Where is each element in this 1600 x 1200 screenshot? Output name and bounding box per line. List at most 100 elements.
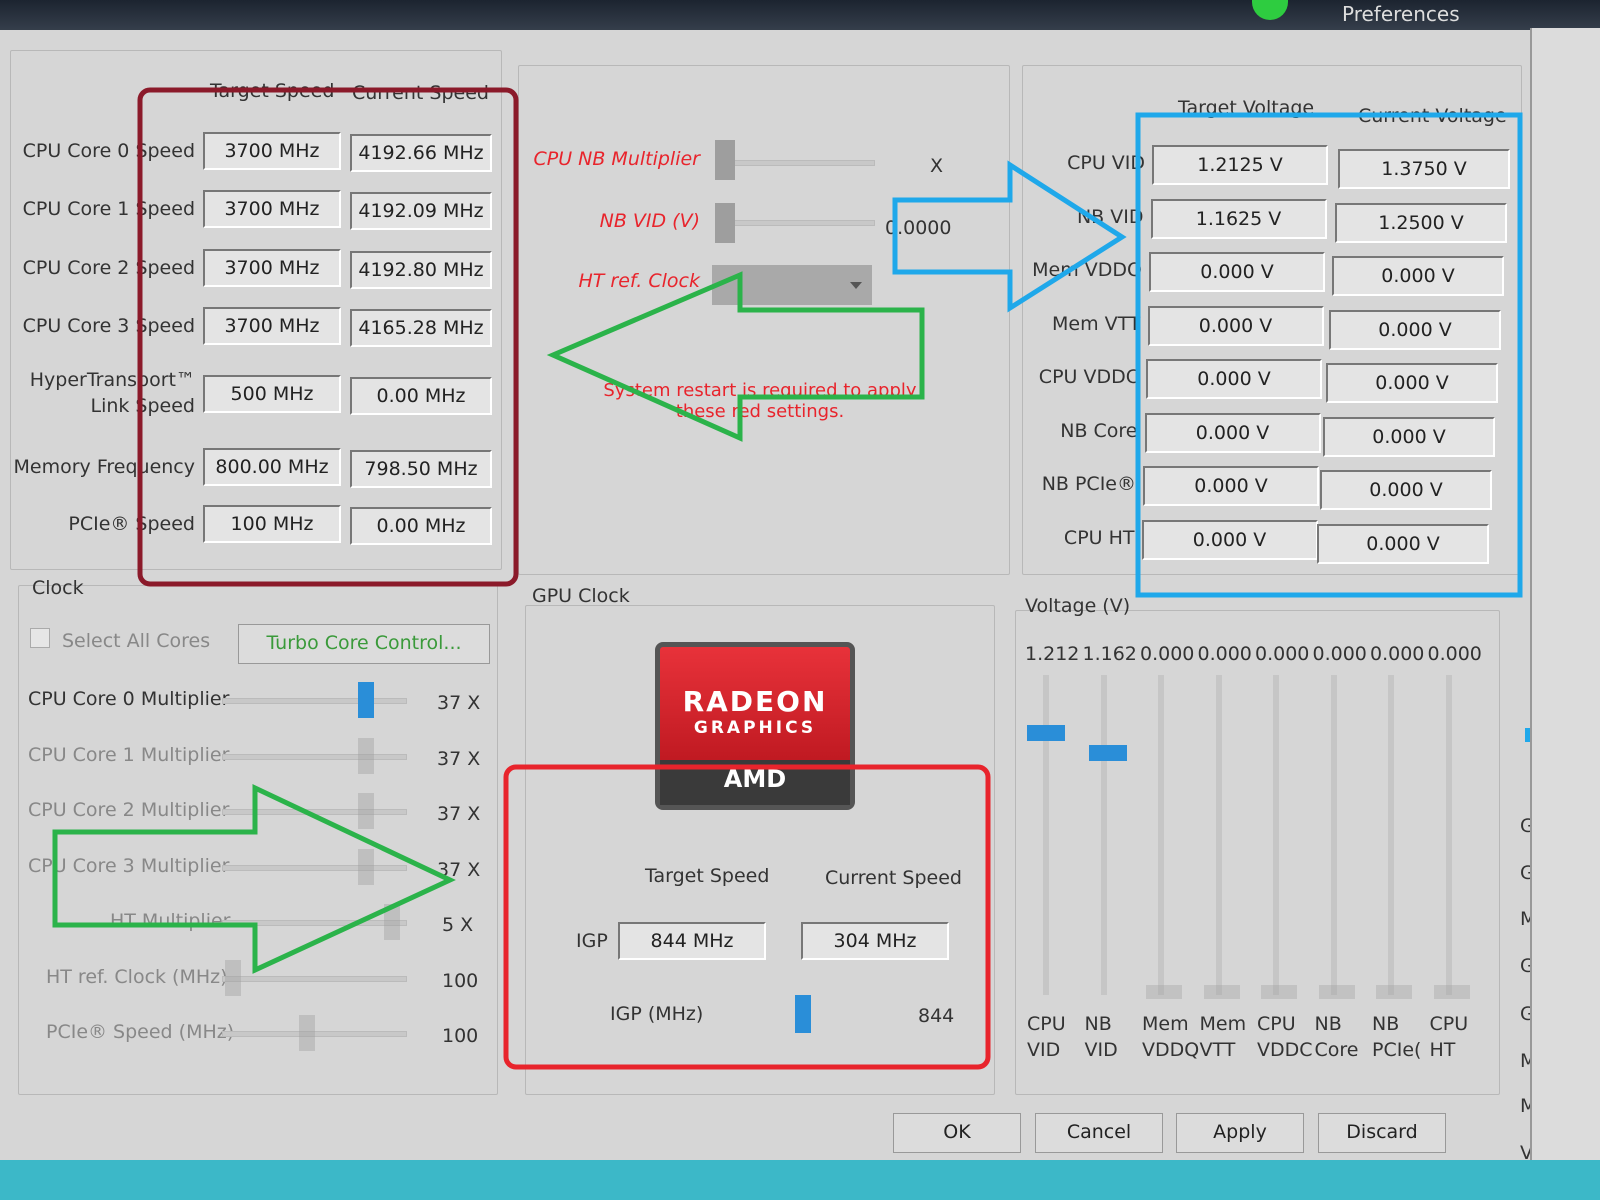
- target-voltage-field: 1.1625 V: [1150, 198, 1327, 239]
- voltage-slider-track[interactable]: [1043, 675, 1049, 995]
- current-voltage-field: 0.000 V: [1329, 309, 1501, 350]
- cancel-button[interactable]: Cancel: [1035, 1113, 1163, 1153]
- voltage-slider-track[interactable]: [1158, 675, 1164, 995]
- voltage-row-label: NB PCIe®: [1041, 473, 1136, 495]
- clock-slider-thumb[interactable]: [298, 1015, 315, 1051]
- clock-slider-track[interactable]: [222, 1031, 407, 1037]
- speed-row-label: CPU Core 0 Speed: [22, 140, 195, 162]
- voltage-slider-value: 0.000: [1140, 643, 1195, 665]
- igp-slider-thumb[interactable]: [795, 995, 811, 1033]
- clock-slider-thumb[interactable]: [225, 959, 242, 996]
- gpu-target-speed-header: Target Speed: [645, 865, 770, 887]
- voltage-slider-name: VID: [1084, 1039, 1118, 1061]
- voltage-slider-group: [1015, 610, 1500, 1095]
- clock-slider-value: 100: [442, 1025, 479, 1047]
- clock-slider-thumb[interactable]: [383, 904, 400, 940]
- voltage-slider-name: NB: [1084, 1013, 1112, 1035]
- cpu-speed-group: [10, 50, 502, 570]
- clock-slider-thumb[interactable]: [358, 682, 374, 718]
- ok-button[interactable]: OK: [893, 1113, 1021, 1153]
- speed-row-label: PCIe® Speed: [68, 513, 195, 535]
- voltage-slider-thumb[interactable]: [1203, 985, 1240, 999]
- clock-slider-track[interactable]: [222, 753, 407, 760]
- slider-thumb[interactable]: [715, 203, 735, 243]
- gpu-clock-title: GPU Clock: [532, 585, 630, 607]
- voltage-slider-thumb[interactable]: [1433, 985, 1470, 999]
- voltage-slider-track[interactable]: [1273, 675, 1279, 995]
- voltage-slider-thumb[interactable]: [1318, 985, 1355, 999]
- annotation-green-arrow-right: [52, 784, 456, 974]
- voltage-row-label: CPU HT: [1063, 526, 1135, 549]
- clock-slider-track[interactable]: [222, 975, 407, 982]
- voltage-slider-name: VDDQ: [1142, 1039, 1200, 1061]
- target-speed-field: 3700 MHz: [203, 307, 341, 345]
- voltage-slider-name: Mem: [1142, 1013, 1189, 1035]
- target-voltage-field: 1.2125 V: [1152, 145, 1328, 185]
- voltage-slider-value: 1.162: [1082, 643, 1137, 665]
- clock-slider-label: HT ref. Clock (MHz): [46, 965, 228, 988]
- speed-row-label: CPU Core 1 Speed: [22, 198, 195, 220]
- clock-slider-label: CPU Core 2 Multiplier: [28, 799, 230, 821]
- target-voltage-field: 0.000 V: [1149, 252, 1325, 292]
- current-voltage-field: 0.000 V: [1326, 363, 1498, 403]
- apply-button[interactable]: Apply: [1176, 1113, 1304, 1153]
- voltage-slider-track[interactable]: [1215, 675, 1222, 995]
- taskbar: [0, 1160, 1600, 1200]
- voltage-slider-name: Core: [1314, 1039, 1359, 1061]
- voltage-slider-track[interactable]: [1100, 675, 1107, 995]
- igp-target-field: 844 MHz: [618, 922, 766, 960]
- target-voltage-field: 0.000 V: [1141, 519, 1318, 560]
- current-speed-field: 798.50 MHz: [350, 450, 492, 488]
- voltage-row-label: CPU VID: [1067, 152, 1145, 174]
- current-speed-field: 4192.80 MHz: [350, 251, 492, 289]
- voltage-slider-track[interactable]: [1445, 675, 1452, 995]
- clock-slider-thumb[interactable]: [358, 848, 374, 885]
- current-speed-field: 4192.09 MHz: [350, 192, 492, 230]
- speed-row-label: CPU Core 2 Speed: [22, 257, 195, 279]
- voltage-slider-value: 0.000: [1370, 643, 1425, 665]
- annotation-red-box: [503, 764, 991, 1070]
- target-voltage-field: 0.000 V: [1147, 305, 1324, 346]
- select-all-cores-checkbox[interactable]: [30, 628, 50, 648]
- clock-slider-value: 100: [442, 969, 479, 992]
- voltage-slider-track[interactable]: [1330, 675, 1337, 995]
- voltage-slider-value: 0.000: [1427, 643, 1482, 665]
- turbo-core-control-button[interactable]: Turbo Core Control...: [238, 624, 490, 664]
- clock-slider-value: 37 X: [437, 858, 481, 881]
- speed-row-label: CPU Core 3 Speed: [22, 315, 195, 337]
- clock-slider-track[interactable]: [222, 698, 407, 704]
- voltage-slider-name: VTT: [1199, 1039, 1236, 1061]
- clock-slider-thumb[interactable]: [358, 737, 374, 774]
- voltage-slider-value: 0.000: [1312, 643, 1367, 665]
- clock-slider-track[interactable]: [222, 864, 407, 871]
- clock-slider-label: PCIe® Speed (MHz): [46, 1021, 235, 1043]
- voltage-slider-name: HT: [1429, 1039, 1456, 1061]
- voltage-slider-thumb[interactable]: [1376, 985, 1412, 999]
- voltage-slider-thumb[interactable]: [1261, 985, 1297, 999]
- voltage-slider-name: CPU: [1257, 1013, 1296, 1035]
- voltage-row-label: CPU VDDC: [1038, 366, 1139, 388]
- voltage-slider-track[interactable]: [1388, 675, 1394, 995]
- discard-button[interactable]: Discard: [1318, 1113, 1446, 1153]
- voltage-slider-thumb[interactable]: [1088, 745, 1127, 761]
- current-speed-field: 4165.28 MHz: [350, 309, 492, 347]
- clock-slider-value: 37 X: [437, 747, 481, 770]
- annotation-blue-arrow: [892, 160, 1127, 313]
- voltage-slider-value: 1.212: [1025, 643, 1080, 665]
- slider-thumb[interactable]: [715, 140, 735, 180]
- clock-slider-thumb[interactable]: [358, 793, 374, 829]
- nb-vid-value: 0.0000: [885, 217, 952, 239]
- target-speed-field: 3700 MHz: [203, 249, 341, 287]
- annotation-green-arrow-left: [546, 271, 925, 442]
- voltage-slider-thumb[interactable]: [1146, 985, 1182, 999]
- current-voltage-field: 0.000 V: [1323, 416, 1495, 457]
- voltage-slider-name: CPU: [1027, 1013, 1066, 1035]
- annotation-darkred-box: [137, 87, 519, 587]
- voltage-slider-name: NB: [1314, 1013, 1342, 1035]
- preferences-menu[interactable]: Preferences: [1342, 2, 1460, 26]
- annotation-blue-box: [1135, 112, 1523, 598]
- voltage-slider-thumb[interactable]: [1027, 725, 1065, 741]
- target-speed-field: 100 MHz: [203, 505, 341, 543]
- chevron-down-icon: [850, 282, 862, 289]
- igp-slider-label: IGP (MHz): [610, 1003, 704, 1025]
